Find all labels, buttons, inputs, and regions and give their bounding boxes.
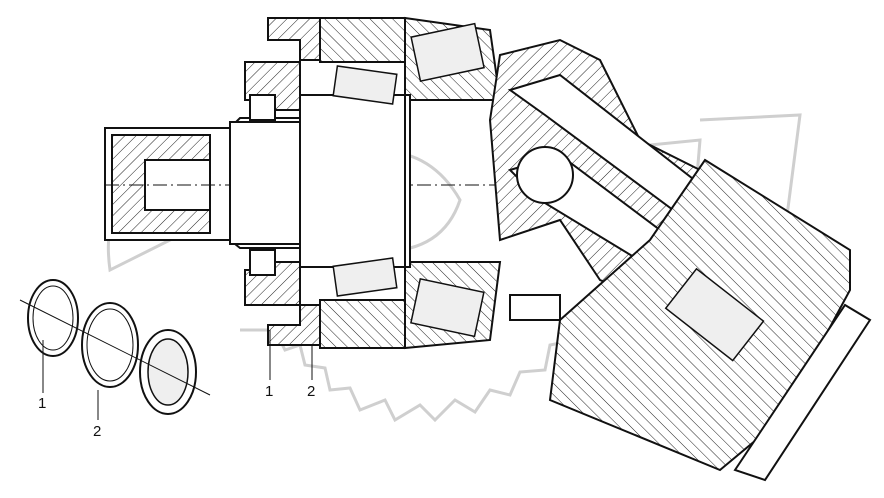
front-housing: [244, 17, 321, 346]
callout-1-right: 1: [265, 383, 273, 400]
ring-axis: [19, 299, 211, 396]
callout-1-left: 1: [38, 395, 46, 412]
shim-ring: [81, 302, 139, 388]
snap-ring: [27, 279, 79, 357]
seal-ring: [139, 329, 197, 415]
input-shaft: [104, 117, 500, 249]
end-cap: [509, 158, 872, 482]
main-housing: [299, 16, 502, 350]
callout-2-left: 2: [93, 423, 101, 440]
callout-2-right: 2: [307, 383, 315, 400]
